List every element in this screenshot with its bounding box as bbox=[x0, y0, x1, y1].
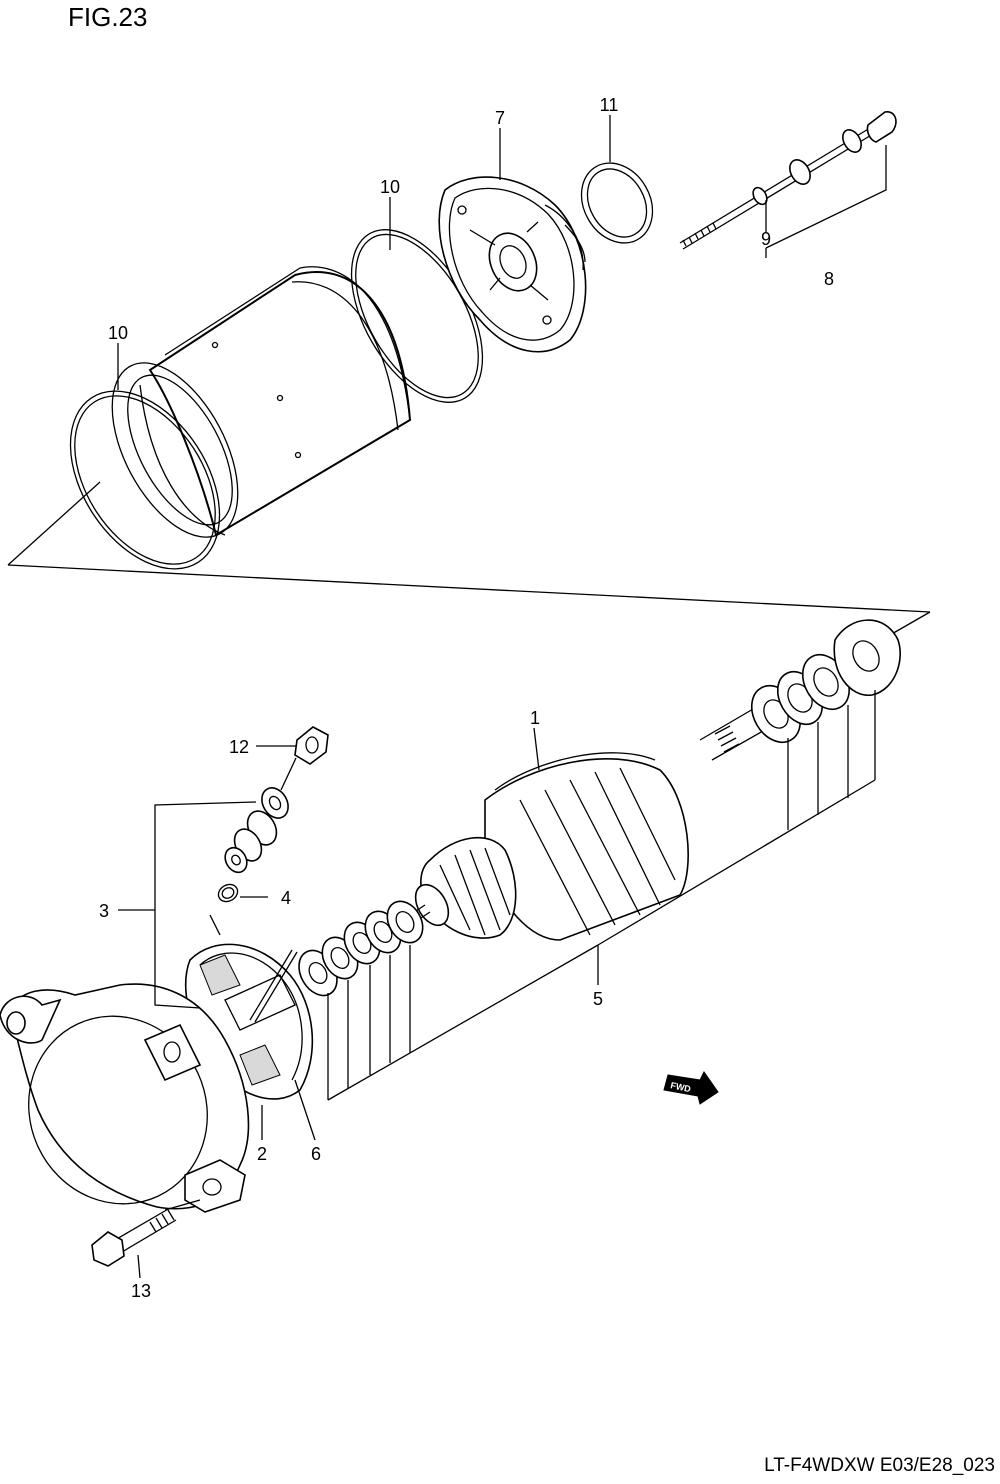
through-bolt bbox=[679, 111, 897, 250]
washer-stack-right bbox=[750, 619, 901, 744]
callout-10-left: 10 bbox=[108, 323, 128, 343]
upper-leader-lines bbox=[7, 115, 887, 566]
washer-stack-left bbox=[298, 900, 424, 997]
end-cover bbox=[438, 176, 587, 353]
callout-5: 5 bbox=[593, 989, 603, 1009]
callout-9: 9 bbox=[761, 229, 771, 249]
bracket-lines-5 bbox=[327, 690, 876, 1101]
callout-13: 13 bbox=[131, 1281, 151, 1301]
callout-12: 12 bbox=[229, 737, 249, 757]
callout-8: 8 bbox=[824, 269, 834, 289]
nut-12 bbox=[294, 726, 329, 765]
lower-leader-lines bbox=[118, 727, 540, 1279]
bolt-13 bbox=[91, 1207, 177, 1267]
callout-4: 4 bbox=[281, 888, 291, 908]
terminal-kit-3 bbox=[224, 787, 289, 874]
callout-11: 11 bbox=[600, 95, 619, 115]
callout-3: 3 bbox=[99, 901, 109, 921]
fwd-label: FWD bbox=[670, 1080, 693, 1094]
callout-10-top: 10 bbox=[380, 177, 400, 197]
armature bbox=[394, 704, 771, 941]
yoke-housing bbox=[111, 266, 412, 538]
o-ring-11 bbox=[580, 162, 654, 244]
callout-1: 1 bbox=[530, 708, 540, 728]
callout-7: 7 bbox=[495, 108, 505, 128]
o-ring-4 bbox=[217, 883, 239, 903]
callout-6: 6 bbox=[311, 1144, 321, 1164]
diagram-code: LT-F4WDXW E03/E28_023 bbox=[764, 1455, 995, 1476]
callout-2: 2 bbox=[257, 1144, 267, 1164]
fwd-arrow-icon: FWD bbox=[663, 1071, 719, 1105]
figure-title: FIG.23 bbox=[68, 2, 147, 32]
section-divider-lines bbox=[7, 564, 931, 636]
commutator-housing bbox=[0, 983, 250, 1213]
o-ring-10-left bbox=[69, 390, 221, 570]
